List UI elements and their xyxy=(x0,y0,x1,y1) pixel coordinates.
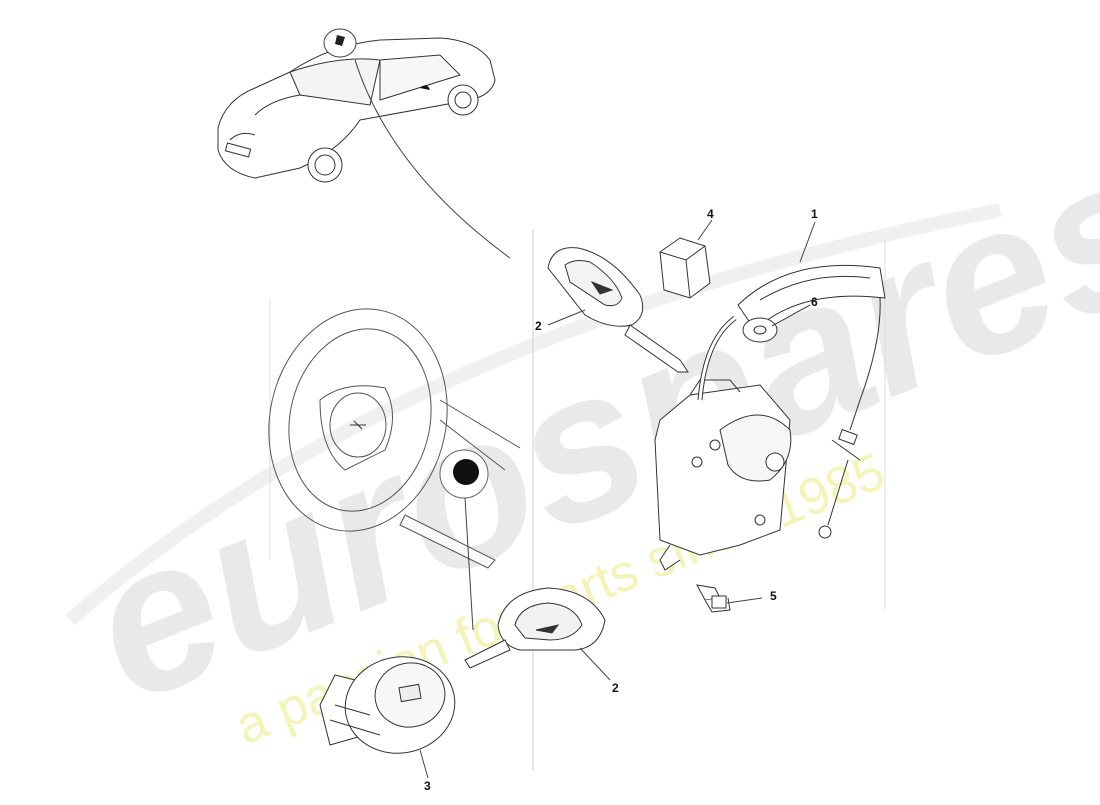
callout-2: 2 xyxy=(535,319,542,333)
callout-6: 6 xyxy=(811,295,818,309)
key-fob-upper xyxy=(547,247,689,373)
leader-line-3 xyxy=(419,749,429,779)
callout-3: 3 xyxy=(424,779,431,793)
part-5-bolt xyxy=(696,584,731,613)
watermark-swoosh xyxy=(65,203,1002,626)
leader-line-car xyxy=(354,59,511,259)
ignition-lock-barrel xyxy=(319,656,456,754)
steering-wheel xyxy=(268,308,521,569)
key-fob-lower xyxy=(464,587,606,669)
callout-2: 2 xyxy=(612,681,619,695)
part-4-block xyxy=(659,237,711,299)
lock-assembly xyxy=(654,264,886,571)
watermark-brand: eurospares xyxy=(59,105,1100,747)
callout-4: 4 xyxy=(707,207,714,221)
leader-lines xyxy=(547,219,816,681)
ignition-switch-dot-icon xyxy=(453,459,479,485)
part-6-washer xyxy=(742,317,778,343)
car-illustration xyxy=(217,28,496,183)
callout-1: 1 xyxy=(811,207,818,221)
callout-5: 5 xyxy=(770,589,777,603)
leader-line-ignition xyxy=(464,497,474,631)
watermark: eurospares a passion for parts since 198… xyxy=(59,105,1100,756)
